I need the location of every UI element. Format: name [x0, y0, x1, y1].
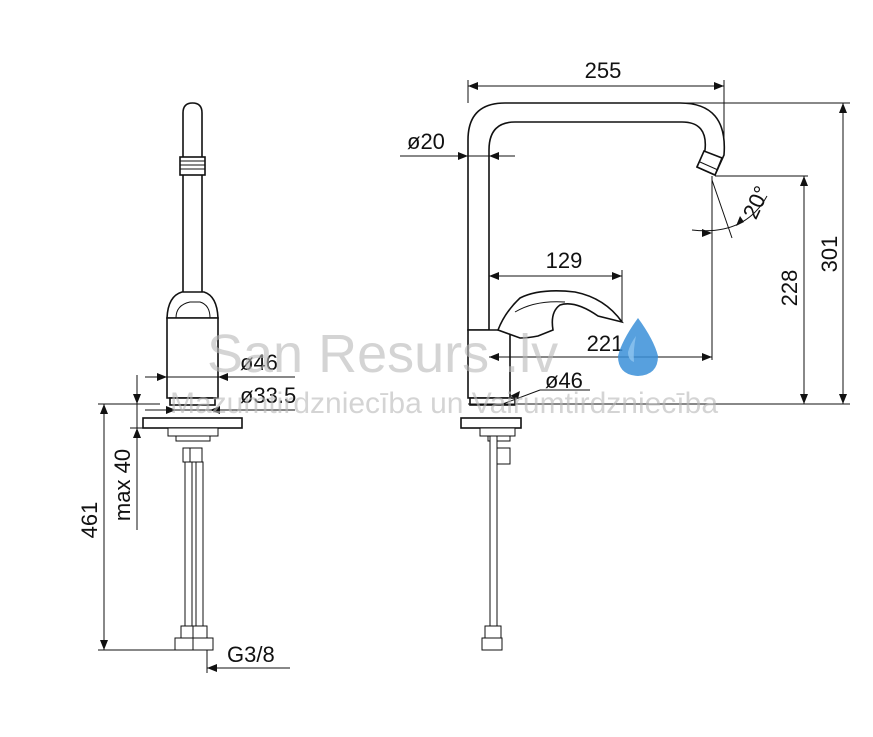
front-hose-left [184, 461, 193, 629]
front-body [166, 317, 219, 399]
side-connector [481, 637, 503, 651]
dim-301: 301 [817, 236, 842, 273]
dim-461: 461 [77, 502, 102, 539]
side-hose [489, 435, 498, 629]
front-view [142, 102, 243, 651]
side-spout [467, 102, 726, 331]
side-lever [496, 290, 624, 339]
side-view [460, 102, 726, 651]
front-spout [182, 102, 203, 295]
dim-228: 228 [777, 270, 802, 307]
dim-d46-side: ø46 [545, 368, 583, 393]
front-lever [166, 291, 219, 319]
dim-221: 221 [587, 331, 624, 356]
dim-d20: ø20 [407, 129, 445, 154]
front-dimensions [98, 373, 295, 673]
dim-max-40: max 40 [110, 449, 135, 521]
dim-angle-20: 20° [738, 182, 775, 223]
dim-d46-front: ø46 [240, 350, 278, 375]
front-connector-left [174, 637, 196, 651]
watermark-tagline: Mazumtirdzniecība un Vairumtirdzniecība [170, 387, 718, 420]
watermark: San Resurs .lv Mazumtirdzniecība un Vair… [170, 318, 718, 420]
side-nut [495, 447, 511, 465]
front-hose-right [195, 461, 204, 629]
water-drop-icon [618, 318, 658, 376]
dim-g3-8: G3/8 [227, 642, 275, 667]
front-nut-right [189, 447, 203, 463]
dim-129: 129 [546, 248, 583, 273]
dim-d33-5: ø33.5 [240, 383, 296, 408]
side-dimensions [400, 80, 850, 406]
front-aerator-ring [179, 156, 206, 176]
front-connector-right [192, 637, 214, 651]
front-base [169, 397, 216, 406]
watermark-brand: San Resurs .lv [207, 324, 558, 384]
side-base [469, 397, 516, 406]
dim-255: 255 [585, 58, 622, 83]
